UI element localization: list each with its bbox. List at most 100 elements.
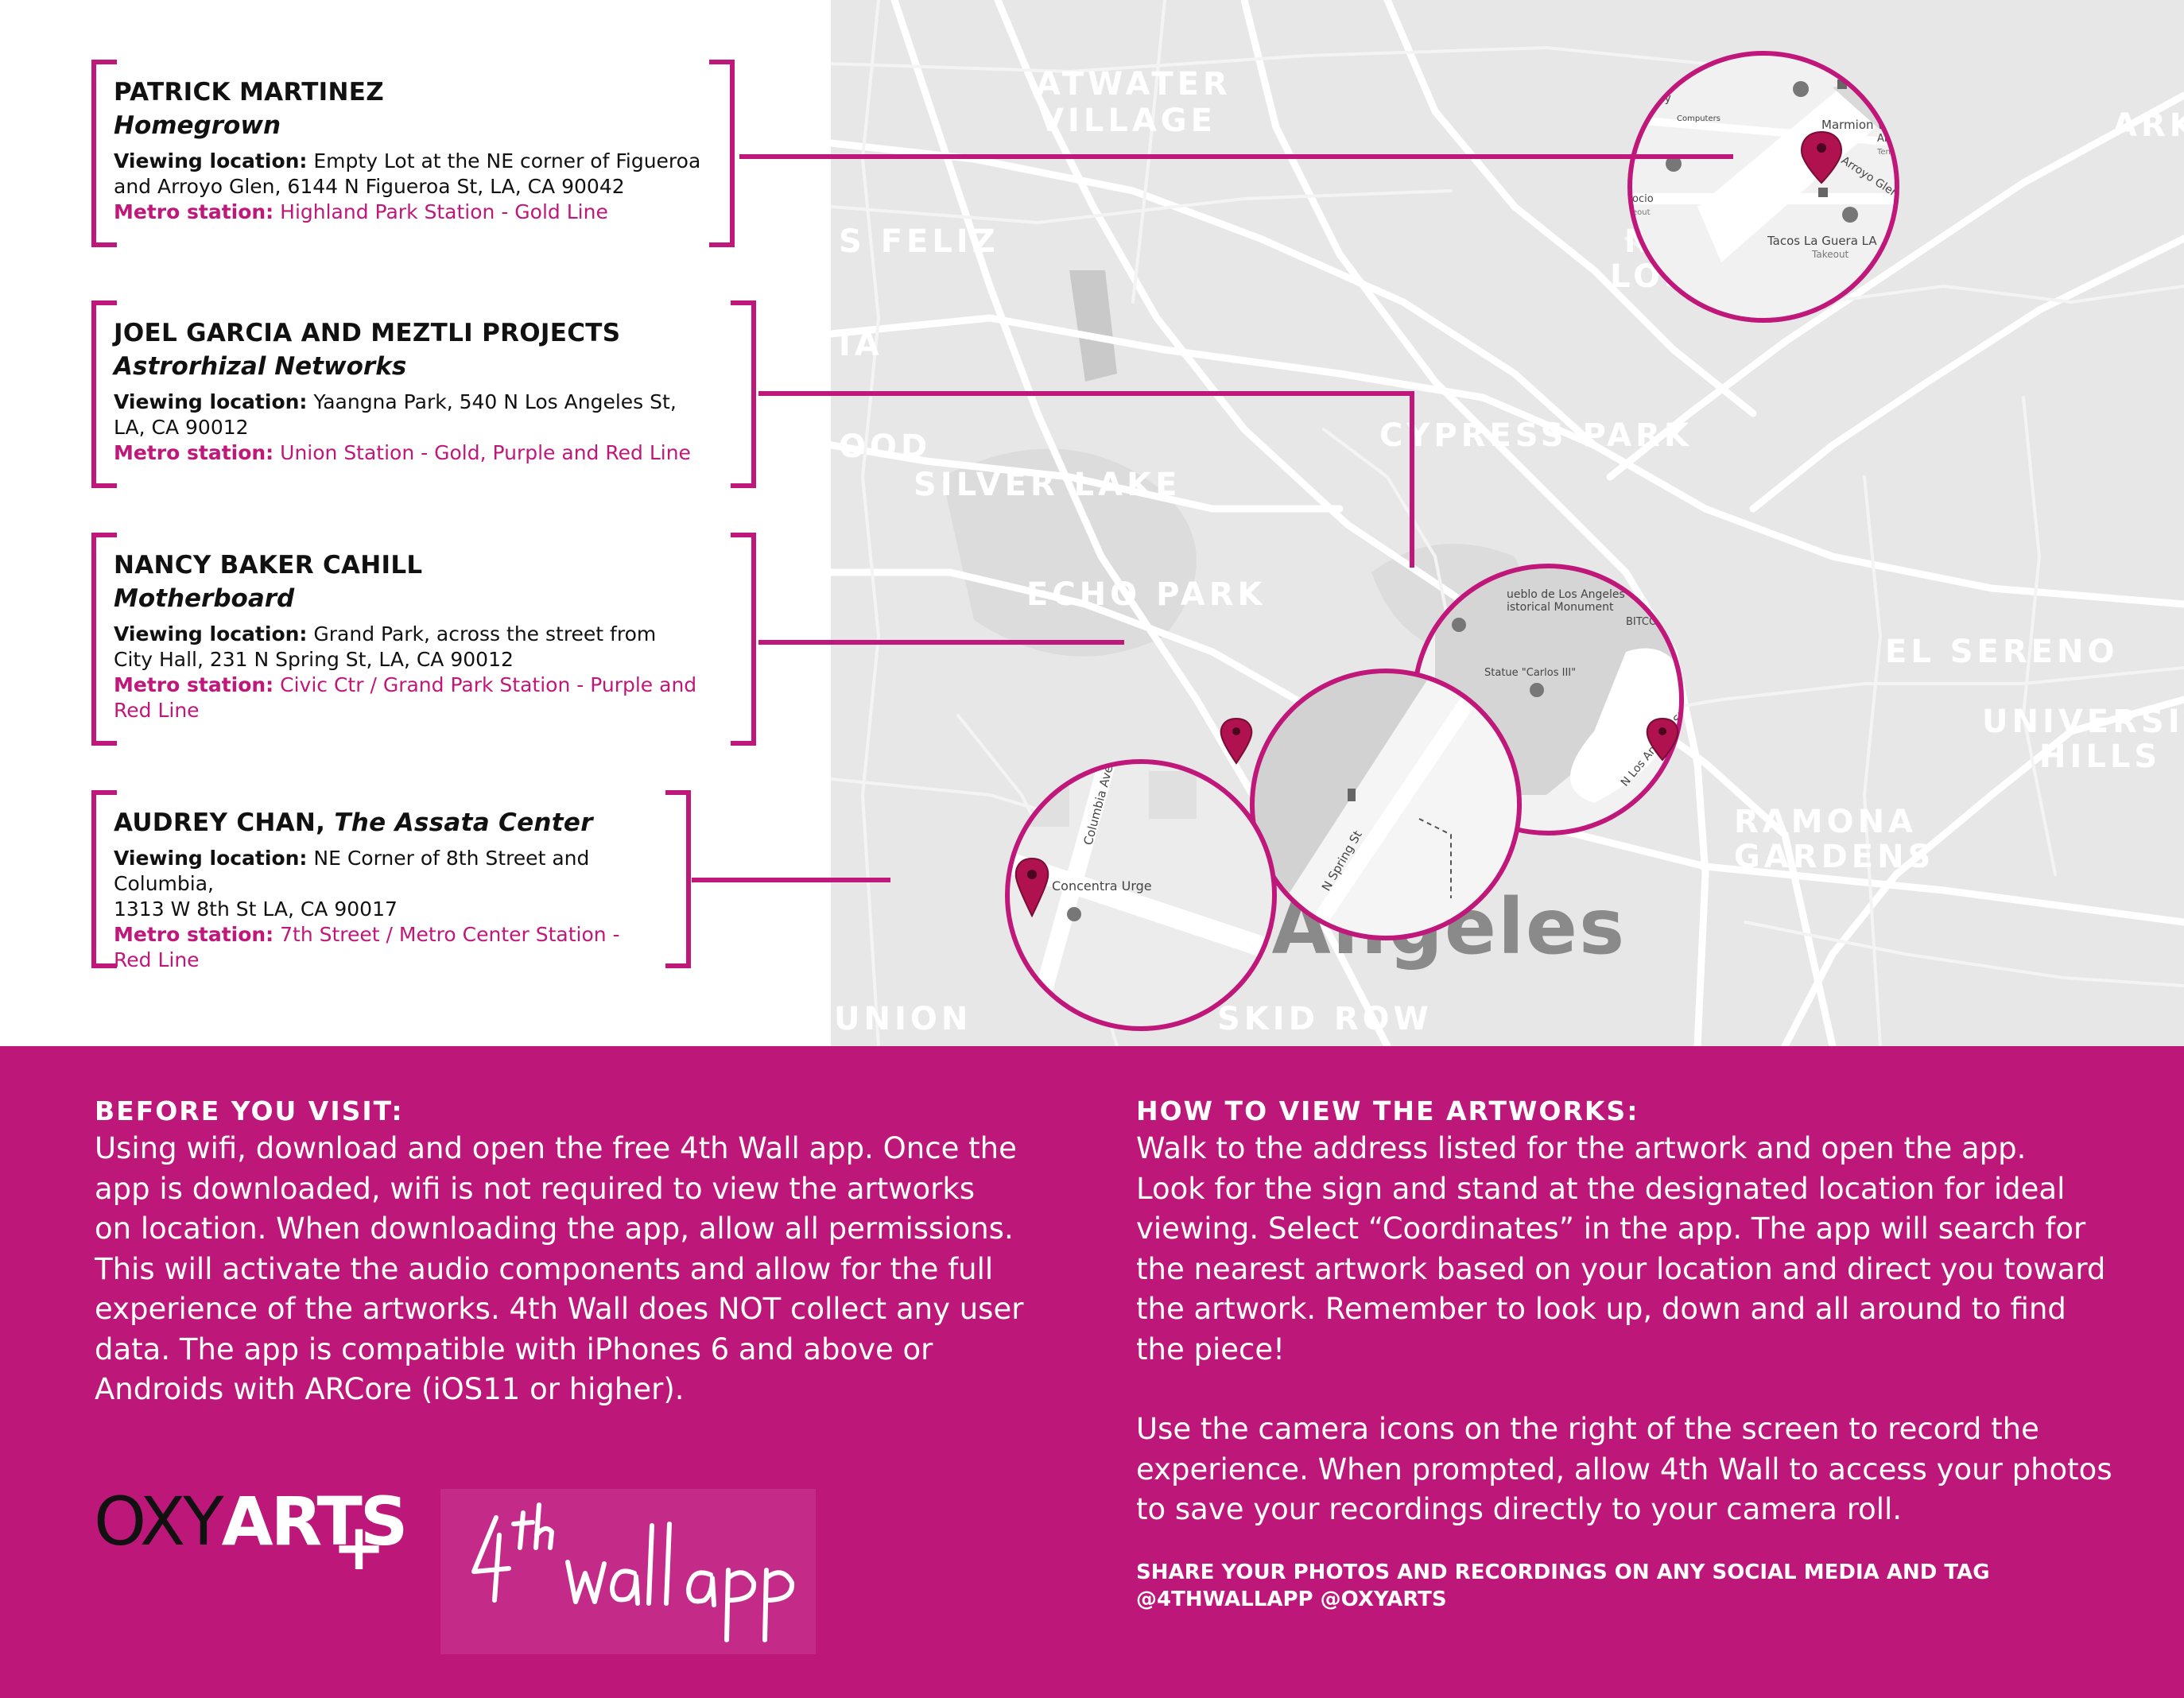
- metro-station-label: Metro station:: [114, 673, 274, 696]
- viewing-location-line: Empty Lot at the NE corner of Figueroa: [313, 149, 701, 173]
- map-label-north: NORTH: [1624, 223, 1770, 260]
- viewing-location-line: Yaangna Park, 540 N Los Angeles St,: [313, 390, 677, 413]
- metro-station-label: Metro station:: [114, 441, 274, 464]
- card-bracket-right: [731, 533, 756, 746]
- map-label-el-sereno: EL SERENO: [1885, 634, 2119, 670]
- oxy-arts-logo: OXYARTS: [94, 1488, 408, 1555]
- connector-line: [758, 640, 1124, 645]
- how-to-view-section: HOW TO VIEW THE ARTWORKS: Walk to the ad…: [1136, 1094, 2122, 1613]
- map-label-cypress-park: CYPRESS PARK: [1379, 417, 1693, 454]
- artwork-title: Motherboard: [114, 584, 295, 613]
- text-line: This will activate the audio components …: [95, 1251, 994, 1286]
- map-label-union: UNION: [834, 1001, 972, 1037]
- viewing-location-label: Viewing location:: [114, 149, 308, 173]
- connector-line: [758, 391, 1414, 396]
- card-bracket-left: [91, 300, 117, 488]
- viewing-location: Viewing location: Grand Park, across the…: [114, 622, 739, 673]
- plus-sign: +: [332, 1510, 386, 1584]
- connector-line: [739, 154, 1733, 159]
- card-bracket-right: [665, 790, 691, 968]
- metro-station: Metro station: Union Station - Gold, Pur…: [114, 440, 739, 466]
- metro-station-label: Metro station:: [114, 200, 274, 223]
- viewing-location-line: and Arroyo Glen, 6144 N Figueroa St, LA,…: [114, 175, 625, 198]
- card-bracket-left: [91, 60, 117, 247]
- text-line: Walk to the address listed for the artwo…: [1136, 1131, 2027, 1165]
- metro-station: Metro station: Civic Ctr / Grand Park St…: [114, 673, 739, 723]
- metro-station-label: Metro station:: [114, 923, 274, 946]
- artist-name: PATRICK MARTINEZ: [114, 78, 384, 107]
- card-bracket-right: [731, 300, 756, 488]
- viewing-location-line: Grand Park, across the street from: [313, 622, 657, 645]
- before-you-visit-heading: BEFORE YOU VISIT:: [95, 1095, 404, 1126]
- artwork-title: The Assata Center: [334, 808, 593, 837]
- info-band: BEFORE YOU VISIT: Using wifi, download a…: [0, 1046, 2184, 1698]
- fourth-wall-logo-mark: [471, 1502, 795, 1642]
- card-bracket-left: [91, 533, 117, 746]
- viewing-location-line: NE Corner of 8th Street and Columbia,: [114, 847, 590, 895]
- map-label-echo-park: ECHO PARK: [1026, 576, 1267, 613]
- text-line: viewing. Select “Coordinates” in the app…: [1136, 1211, 2086, 1246]
- connector-line: [1410, 391, 1414, 568]
- map-label-hills: HILLS: [2039, 739, 2162, 775]
- logo-oxy: OXY: [94, 1483, 224, 1560]
- viewing-location-label: Viewing location:: [114, 847, 308, 870]
- metro-station: Metro station: 7th Street / Metro Center…: [114, 922, 673, 973]
- text-line: Use the camera icons on the right of the…: [1136, 1412, 2039, 1446]
- metro-station-line: Civic Ctr / Grand Park Station - Purple …: [280, 673, 697, 696]
- artist-name: NANCY BAKER CAHILL: [114, 551, 423, 580]
- text-line: Look for the sign and stand at the desig…: [1136, 1171, 2066, 1206]
- artist-card-audrey-chan: AUDREY CHAN, The Assata Center Viewing l…: [91, 790, 696, 971]
- map-label-village: VILLAGE: [1039, 103, 1216, 139]
- artwork-title: Homegrown: [114, 111, 281, 140]
- metro-station-line: Highland Park Station - Gold Line: [280, 200, 608, 223]
- text-line: @4THWALLAPP @OXYARTS: [1136, 1587, 1447, 1611]
- metro-station-line: 7th Street / Metro Center Station -: [280, 923, 620, 946]
- how-to-record-text: Use the camera icons on the right of the…: [1136, 1409, 2122, 1530]
- artist-name-line: AUDREY CHAN, The Assata Center: [114, 806, 673, 839]
- map-label-gardens: GARDENS: [1734, 839, 1935, 875]
- metro-station: Metro station: Highland Park Station - G…: [114, 200, 717, 225]
- map-label-ramona: RAMONA: [1734, 804, 1917, 840]
- artist-card-nancy-baker-cahill: NANCY BAKER CAHILL Motherboard Viewing l…: [91, 533, 761, 746]
- artist-card-patrick-martinez: PATRICK MARTINEZ Homegrown Viewing locat…: [91, 60, 739, 247]
- map-label-ood: OOD: [839, 428, 932, 465]
- text-line: experience of the artworks. 4th Wall doe…: [95, 1292, 1024, 1326]
- metro-station-line: Union Station - Gold, Purple and Red Lin…: [280, 441, 691, 464]
- artist-name: JOEL GARCIA AND MEZTLI PROJECTS: [114, 319, 621, 347]
- map-label-university: UNIVERSIT: [1982, 704, 2184, 740]
- text-line: SHARE YOUR PHOTOS AND RECORDINGS ON ANY …: [1136, 1560, 1990, 1584]
- text-line: experience. When prompted, allow 4th Wal…: [1136, 1452, 2112, 1487]
- text-line: Androids with ARCore (iOS11 or higher).: [95, 1372, 685, 1406]
- fourth-wall-logo: [440, 1489, 816, 1654]
- map-label-los-ange: LOS ANGE: [1610, 258, 1821, 295]
- text-line: Using wifi, download and open the free 4…: [95, 1131, 1017, 1165]
- how-to-view-text: Walk to the address listed for the artwo…: [1136, 1129, 2122, 1370]
- text-line: app is downloaded, wifi is not required …: [95, 1171, 976, 1206]
- text-line: to save your recordings directly to your…: [1136, 1492, 1903, 1526]
- metro-station-line: Red Line: [114, 699, 200, 722]
- text-line: the artwork. Remember to look up, down a…: [1136, 1292, 2066, 1326]
- map-label-los-angeles: os Angeles: [1142, 882, 1627, 971]
- before-you-visit-section: BEFORE YOU VISIT: Using wifi, download a…: [95, 1094, 1080, 1410]
- viewing-location-line: LA, CA 90012: [114, 416, 249, 439]
- viewing-location: Viewing location: NE Corner of 8th Stree…: [114, 846, 673, 922]
- text-line: the nearest artwork based on your locati…: [1136, 1251, 2106, 1286]
- map-label-los-feliz: S FELIZ: [839, 223, 999, 260]
- viewing-location-label: Viewing location:: [114, 622, 308, 645]
- text-line: on location. When downloading the app, a…: [95, 1211, 1014, 1246]
- text-line: the piece!: [1136, 1332, 1285, 1367]
- text-line: data. The app is compatible with iPhones…: [95, 1332, 933, 1367]
- map-label-atwater: ATWATER: [1036, 66, 1232, 103]
- artist-name: AUDREY CHAN,: [114, 808, 326, 837]
- viewing-location: Viewing location: Empty Lot at the NE co…: [114, 149, 717, 200]
- how-to-view-heading: HOW TO VIEW THE ARTWORKS:: [1136, 1095, 1639, 1126]
- map-label-ark: ARK: [2112, 107, 2184, 144]
- share-tag-text: SHARE YOUR PHOTOS AND RECORDINGS ON ANY …: [1136, 1559, 2122, 1613]
- viewing-location-label: Viewing location:: [114, 390, 308, 413]
- logo-arts: ARTS: [221, 1483, 409, 1560]
- connector-line: [692, 878, 890, 882]
- before-you-visit-text: Using wifi, download and open the free 4…: [95, 1129, 1080, 1410]
- map-label-skid-row: SKID ROW: [1217, 1001, 1433, 1037]
- artist-card-joel-garcia: JOEL GARCIA AND MEZTLI PROJECTS Astrorhi…: [91, 300, 761, 488]
